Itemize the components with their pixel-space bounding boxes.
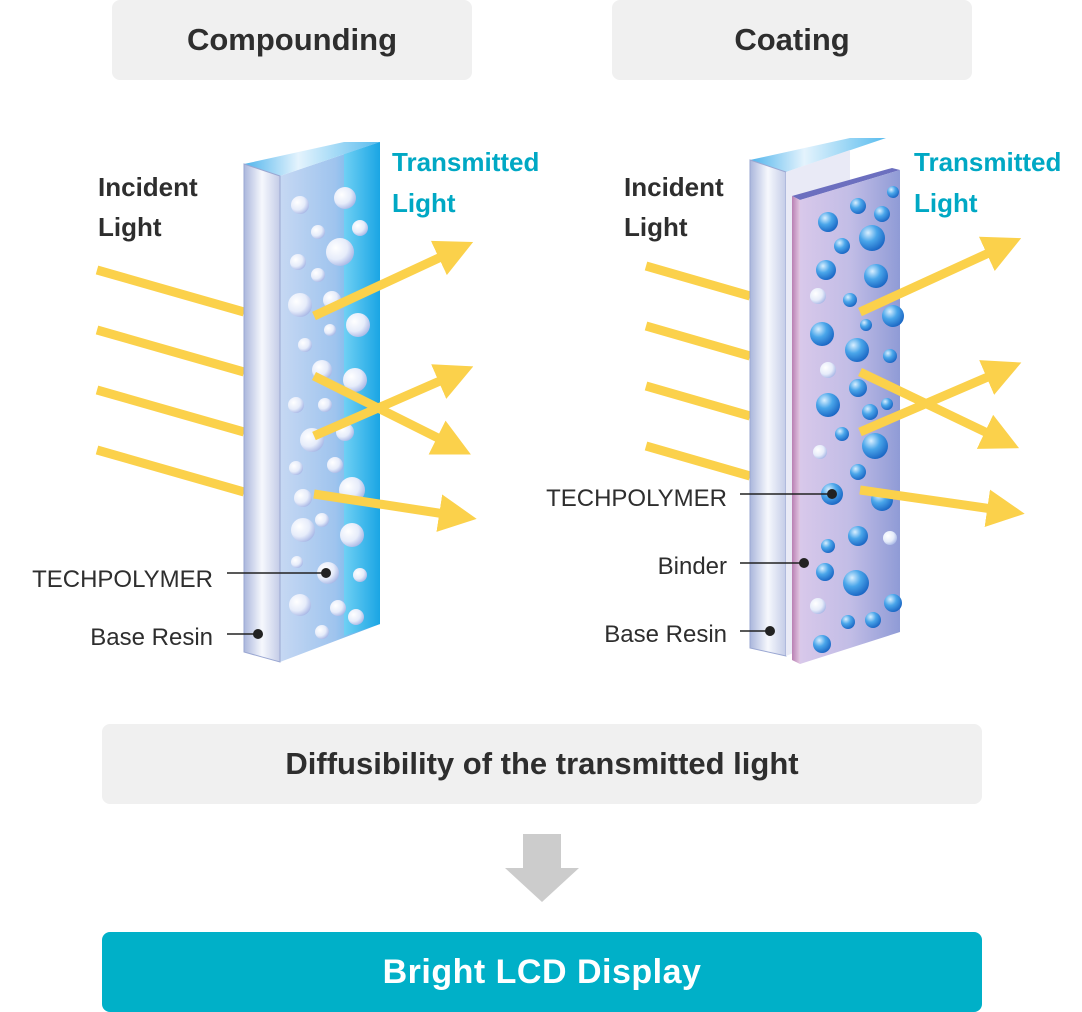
base-resin-pointer-right [765,626,775,636]
transmitted-light-label-right-1: Transmitted [914,147,1061,177]
bright-lcd-display-box: Bright LCD Display [102,932,982,1012]
binder-pointer [799,558,809,568]
compounding-panel: Incident Light Transmitted Light TECHPOL… [32,142,539,663]
incident-rays-right [644,261,752,481]
base-resin-label-left: Base Resin [90,624,213,651]
incident-rays-left [95,265,246,497]
transmitted-light-label-right-2: Light [914,188,978,218]
coating-panel: Incident Light Transmitted Light TECHPOL… [546,138,1061,664]
down-arrow-icon [505,834,579,902]
light-diffusion-diagram: Incident Light Transmitted Light TECHPOL… [32,138,1061,664]
transmitted-light-label-left-1: Transmitted [392,147,539,177]
diffusibility-box: Diffusibility of the transmitted light [102,724,982,804]
techpolymer-label-right: TECHPOLYMER [546,485,727,512]
transmitted-rays-left [311,240,477,532]
transmitted-light-label-left-2: Light [392,188,456,218]
incident-light-label-left-2: Light [98,212,162,242]
incident-light-label-right-1: Incident [624,172,724,202]
incident-light-label-left-1: Incident [98,172,198,202]
techpolymer-label-left: TECHPOLYMER [32,566,213,593]
base-resin-label-right: Base Resin [604,621,727,648]
compounding-header: Compounding [112,0,472,80]
techpolymer-particles-left [288,187,370,639]
coating-header: Coating [612,0,972,80]
transmitted-rays-right [858,236,1025,528]
binder-label: Binder [658,553,727,580]
base-resin-pointer-left [253,629,263,639]
techpolymer-pointer-left [321,568,331,578]
incident-light-label-right-2: Light [624,212,688,242]
techpolymer-pointer-right [827,489,837,499]
